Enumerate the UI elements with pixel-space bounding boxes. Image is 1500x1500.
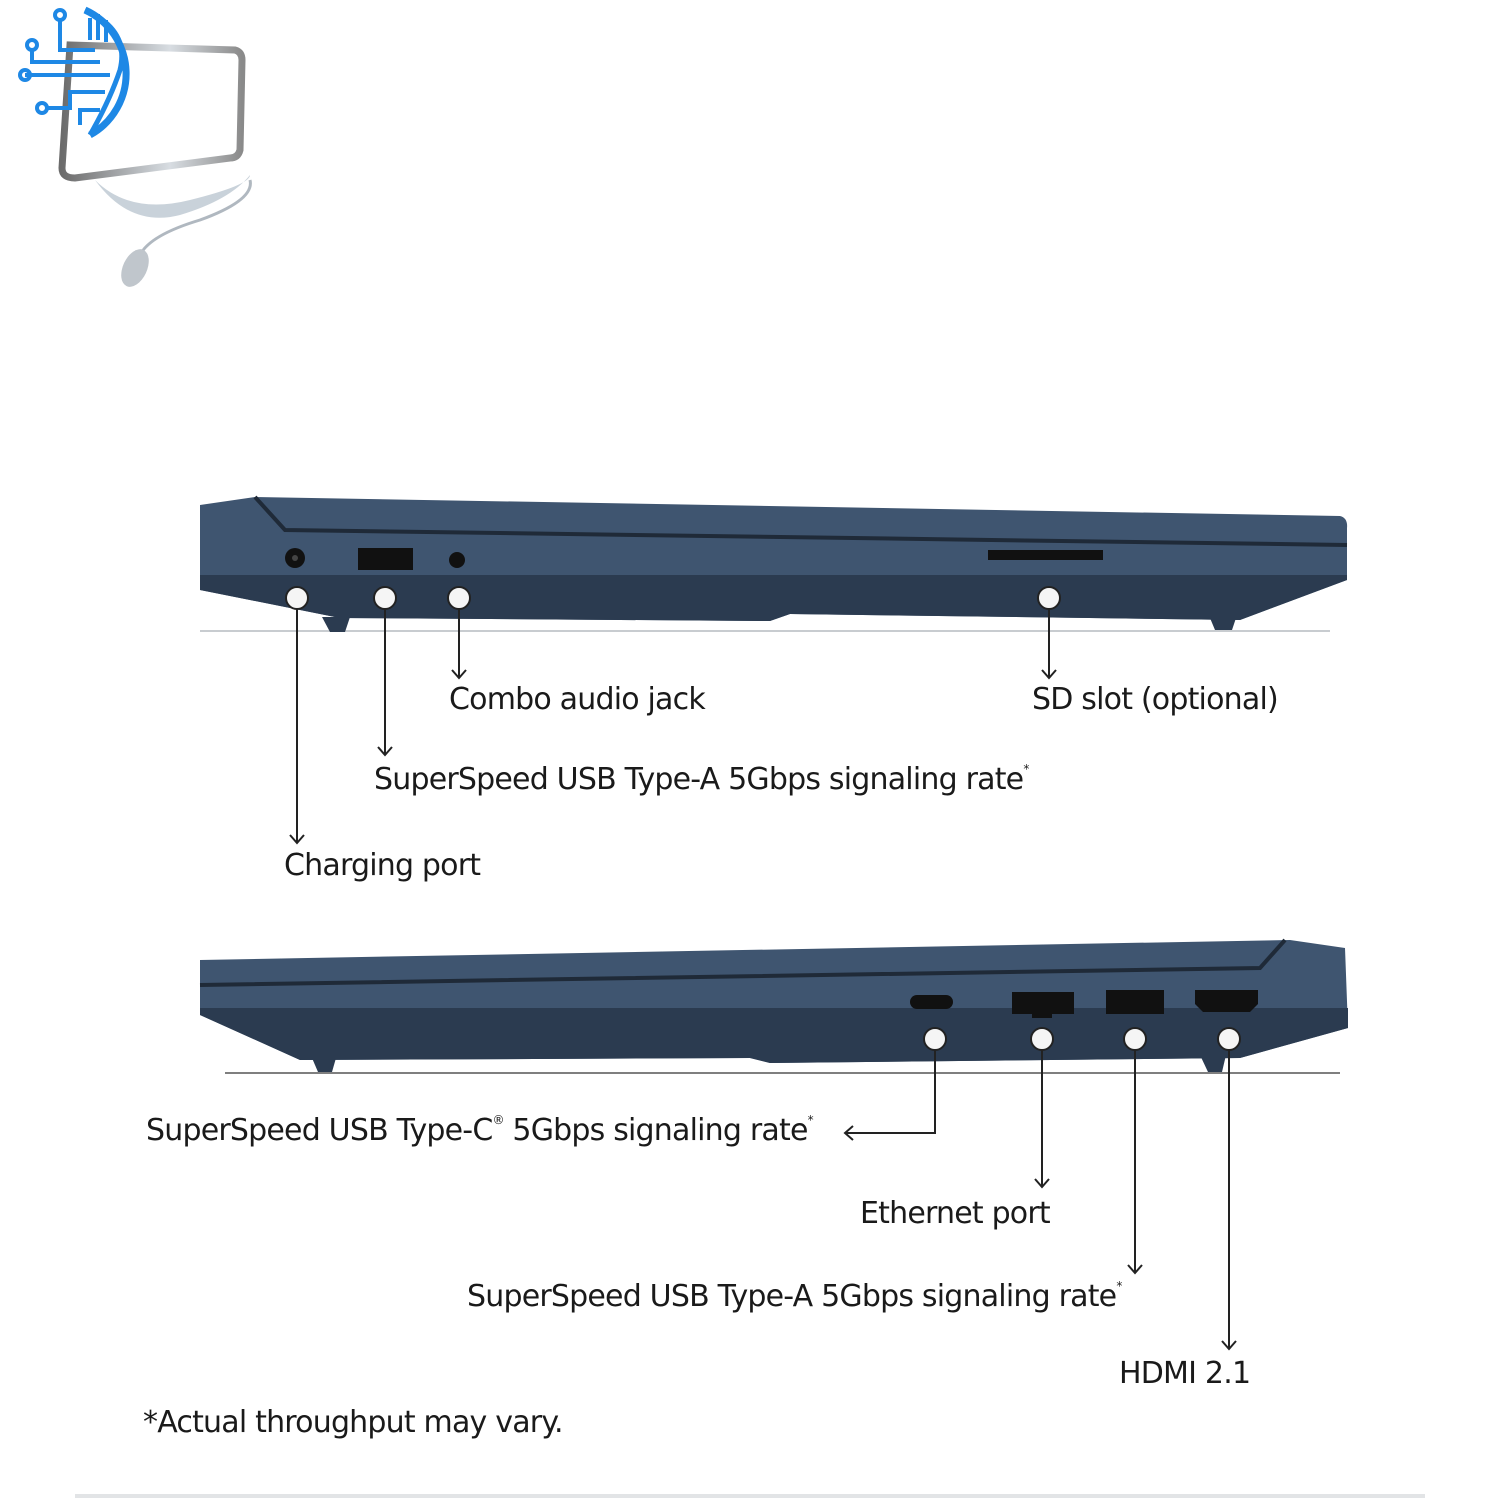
divider (75, 1494, 1425, 1498)
label-combo-audio-jack: Combo audio jack (449, 682, 706, 717)
footnote-mark: * (807, 1113, 814, 1127)
laptop-left-side (200, 495, 1348, 845)
usb-c-port-icon (910, 995, 953, 1009)
registered-mark: ® (492, 1113, 504, 1127)
usb-a-port-icon (358, 548, 413, 570)
footnote-mark: * (1116, 1279, 1122, 1293)
sd-slot-icon (988, 550, 1103, 560)
footnote: *Actual throughput may vary. (143, 1405, 564, 1440)
label-hdmi: HDMI 2.1 (1119, 1356, 1251, 1391)
usb-a-port-2-icon (1106, 990, 1164, 1014)
label-text: SuperSpeed USB Type-C (146, 1113, 493, 1148)
label-text: SuperSpeed USB Type-A 5Gbps signaling ra… (467, 1279, 1117, 1314)
footnote-mark: * (1023, 762, 1029, 776)
audio-jack-icon (449, 552, 465, 568)
label-text: SuperSpeed USB Type-A 5Gbps signaling ra… (374, 762, 1024, 797)
label-usb-c: SuperSpeed USB Type-C® 5Gbps signaling r… (146, 1113, 814, 1148)
label-usb-a-bottom: SuperSpeed USB Type-A 5Gbps signaling ra… (467, 1279, 1122, 1314)
charging-port-icon (285, 548, 305, 568)
laptop-right-side (199, 938, 1348, 1351)
label-usb-a-top: SuperSpeed USB Type-A 5Gbps signaling ra… (374, 762, 1029, 797)
label-ethernet-port: Ethernet port (860, 1196, 1051, 1231)
label-sd-slot: SD slot (optional) (1032, 682, 1279, 717)
hdmi-port-icon (1195, 990, 1258, 1012)
monitor-circuit-logo-icon (18, 6, 252, 287)
label-rate: 5Gbps signaling rate (503, 1113, 808, 1148)
label-charging-port: Charging port (284, 848, 481, 883)
ethernet-port-icon (1012, 992, 1074, 1018)
